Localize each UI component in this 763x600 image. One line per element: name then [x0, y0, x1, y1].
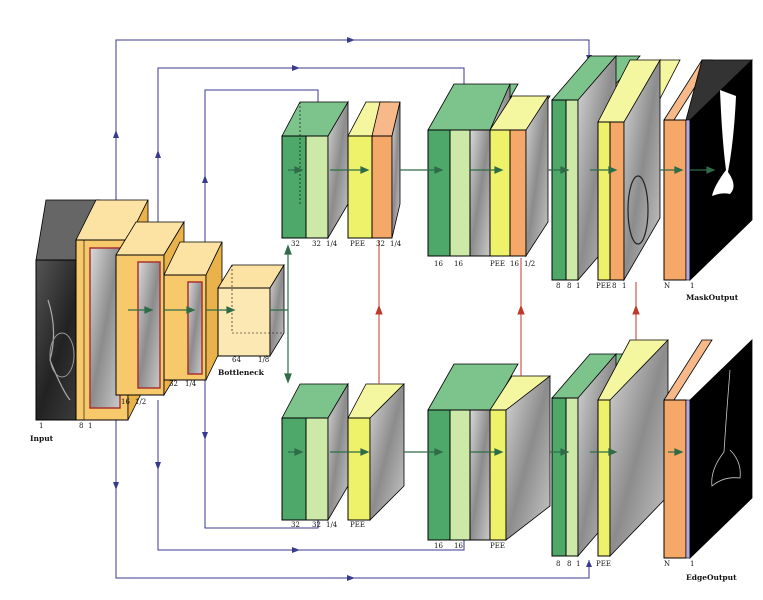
stage2-scale-label: 1/2	[135, 398, 146, 406]
mask-output-n-label: N	[664, 282, 670, 290]
edge-b2-b-label: 16	[454, 542, 463, 550]
mask-b2-scale-label: 1/2	[524, 260, 535, 268]
mask-b1-c-label: 32	[376, 240, 385, 248]
edge-output-n-label: N	[664, 560, 670, 568]
mask-b2-c-label: 16	[510, 260, 519, 268]
mask-decoder-block3	[552, 56, 680, 280]
mask-output-one-label: 1	[690, 282, 694, 290]
mask-b2-b-label: 16	[454, 260, 463, 268]
edge-b1-b-label: 32	[312, 521, 321, 529]
edge-decoder-block3	[552, 340, 668, 556]
mask-b3-b-label: 8	[567, 282, 571, 290]
stage3-scale-label: 1/4	[185, 380, 197, 388]
edge-b3-c-label: 1	[576, 560, 580, 568]
mask-b1-scale2-label: 1/4	[390, 240, 402, 248]
bottleneck-scale-label: 1/8	[258, 356, 269, 364]
edge-output-one-label: 1	[690, 560, 694, 568]
stage3-channels-label: 32	[169, 380, 178, 388]
edge-b3-a-label: 8	[556, 560, 560, 568]
input-channels-label: 1	[39, 422, 43, 430]
edge-b3-b-label: 8	[567, 560, 571, 568]
edge-output-label: EdgeOutput	[686, 573, 737, 582]
mask-b3-c-label: 1	[576, 282, 580, 290]
input-label: Input	[30, 434, 54, 443]
stage1-channels-b-label: 1	[88, 422, 92, 430]
edge-output-block	[664, 340, 752, 558]
mask-b1-scale-label: 1/4	[326, 240, 338, 248]
stage1-channels-label: 8	[79, 422, 83, 430]
mask-b1-pee-label: PEE	[350, 240, 365, 248]
mask-b3-e-label: 1	[622, 282, 626, 290]
mask-b2-pee-label: PEE	[490, 260, 505, 268]
mask-b3-d-label: 8	[612, 282, 616, 290]
mask-b1-b-label: 32	[312, 240, 321, 248]
edge-b3-pee-label: PEE	[596, 560, 611, 568]
edge-b1-a-label: 32	[291, 521, 300, 529]
edge-b1-scale-label: 1/4	[326, 521, 338, 529]
mask-output-label: MaskOutput	[686, 293, 739, 302]
bottleneck-label: Bottleneck	[218, 368, 265, 377]
edge-b1-pee-label: PEE	[350, 521, 365, 529]
stage2-channels-label: 16	[121, 398, 130, 406]
mask-b1-a-label: 32	[291, 240, 300, 248]
mask-b3-pee-label: PEE	[596, 282, 611, 290]
edge-b2-pee-label: PEE	[490, 542, 505, 550]
edge-b2-a-label: 16	[434, 542, 443, 550]
mask-b2-a-label: 16	[434, 260, 443, 268]
bottleneck-channels-label: 64	[232, 356, 241, 364]
mask-b3-a-label: 8	[556, 282, 560, 290]
